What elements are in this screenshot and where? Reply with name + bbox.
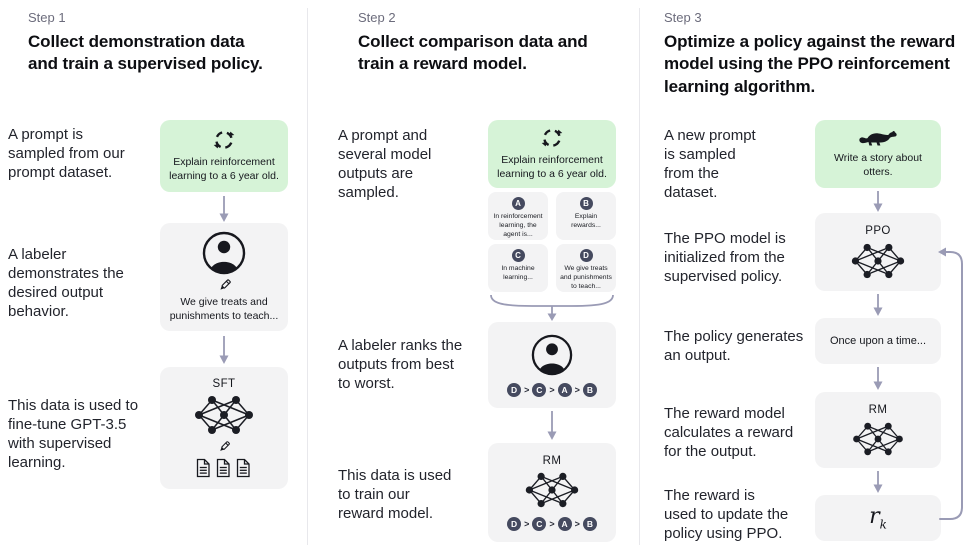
rank-badge: C [532,382,547,397]
rank-badge: A [557,516,572,531]
flow-arrow [873,294,883,316]
rank-badge: D [507,382,522,397]
feedback-loop-arrow [938,247,963,520]
documents-icon [196,458,250,478]
sft-label: SFT [212,378,236,390]
neural-network-icon [195,396,253,434]
step1-annotation-labeler: A labeler demonstrates the desired outpu… [8,246,124,321]
step2-prompt-text: Explain reinforcement learning to a 6 ye… [497,153,607,180]
flow-arrow [873,471,883,493]
step3-output-box: Once upon a time... [815,318,941,364]
pencil-icon [219,278,231,290]
step3-rm-box: RM [815,392,941,468]
neural-network-icon [525,472,579,507]
gt-separator: > [574,384,580,395]
step2-title: Collect comparison data and train a rewa… [358,32,588,74]
step3-annotation-output: The policy generates an output. [664,328,804,365]
gt-separator: > [549,384,555,395]
step3-annotation-prompt: A new prompt is sampled from the dataset… [664,127,756,202]
option-text: In reinforcement learning, the agent is.… [493,213,543,238]
step1-title: Collect demonstration data and train a s… [28,32,263,74]
flow-arrow [547,411,557,440]
step1-annotation-finetune: This data is used to fine-tune GPT-3.5 w… [8,397,139,472]
step3-annotation-init: The PPO model is initialized from the su… [664,230,786,286]
person-icon [202,231,246,274]
step1-prompt-text: Explain reinforcement learning to a 6 ye… [169,155,279,182]
option-text: Explain rewards... [571,213,601,229]
rank-badge: D [507,516,522,531]
ppo-label: PPO [865,224,891,237]
step3-title: Optimize a policy against the reward mod… [664,32,956,96]
option-text: In machine learning... [501,265,535,281]
step3-prompt-box: Write a story about otters. [815,120,941,188]
ranking-row: D > C > A > B [507,382,597,397]
step2-ranking-box: D > C > A > B [488,322,616,408]
column-divider [307,8,308,545]
option-badge: B [579,197,593,210]
option-badge: C [511,249,525,262]
output-option-box-b: B Explain rewards... [556,192,616,240]
step2-annotation-rank: A labeler ranks the outputs from best to… [338,337,463,393]
step3-annotation-reward: The reward model calculates a reward for… [664,405,794,461]
option-badge: D [579,249,593,262]
column-divider [639,8,640,545]
ranking-row: D > C > A > B [507,516,597,531]
neural-network-icon [851,243,905,278]
sample-cycle-icon [541,128,563,147]
step3-label: Step 3 [664,10,702,25]
flow-arrow [219,196,229,222]
output-option-box-d: D We give treats and punishments to teac… [556,244,616,292]
output-option-box-c: C In machine learning... [488,244,548,292]
gt-separator: > [574,518,580,529]
rank-badge: A [557,382,572,397]
step1-labeler-text: We give treats and punishments to teach.… [169,295,279,322]
option-badge: A [511,197,525,210]
rank-badge: B [582,382,597,397]
step2-annotation-train: This data is used to train our reward mo… [338,467,452,523]
step1-prompt-box: Explain reinforcement learning to a 6 ye… [160,120,288,192]
rank-badge: C [532,516,547,531]
sample-cycle-icon [213,130,235,149]
step2-rm-box: RM D > C > A > B [488,443,616,542]
step1-annotation-prompt: A prompt is sampled from our prompt data… [8,126,125,182]
pencil-icon [220,441,230,451]
step3-prompt-text: Write a story about otters. [834,152,922,178]
flow-arrow [873,367,883,390]
step3-ppo-box: PPO [815,213,941,291]
option-text: We give treats and punishments to teach.… [560,265,612,290]
rm-label: RM [542,454,562,467]
step1-label: Step 1 [28,10,66,25]
person-icon [531,334,573,375]
step1-sft-box: SFT [160,367,288,489]
gt-separator: > [524,384,530,395]
gt-separator: > [524,518,530,529]
neural-network-icon [853,422,903,455]
step2-label: Step 2 [358,10,396,25]
step2-prompt-box: Explain reinforcement learning to a 6 ye… [488,120,616,188]
rm-label: RM [868,403,888,416]
step1-labeler-box: We give treats and punishments to teach.… [160,223,288,331]
step3-reward-box: rk [815,495,941,541]
step3-annotation-update: The reward is used to update the policy … [664,487,789,543]
output-option-box-a: A In reinforcement learning, the agent i… [488,192,548,240]
reward-symbol: rk [869,504,887,532]
step2-annotation-prompt: A prompt and several model outputs are s… [338,127,432,202]
brace-connector [490,294,614,321]
model-output-text: Once upon a time... [830,334,926,347]
flow-arrow [219,336,229,364]
flow-arrow [873,191,883,212]
otter-icon [859,131,897,146]
gt-separator: > [549,518,555,529]
rank-badge: B [582,516,597,531]
